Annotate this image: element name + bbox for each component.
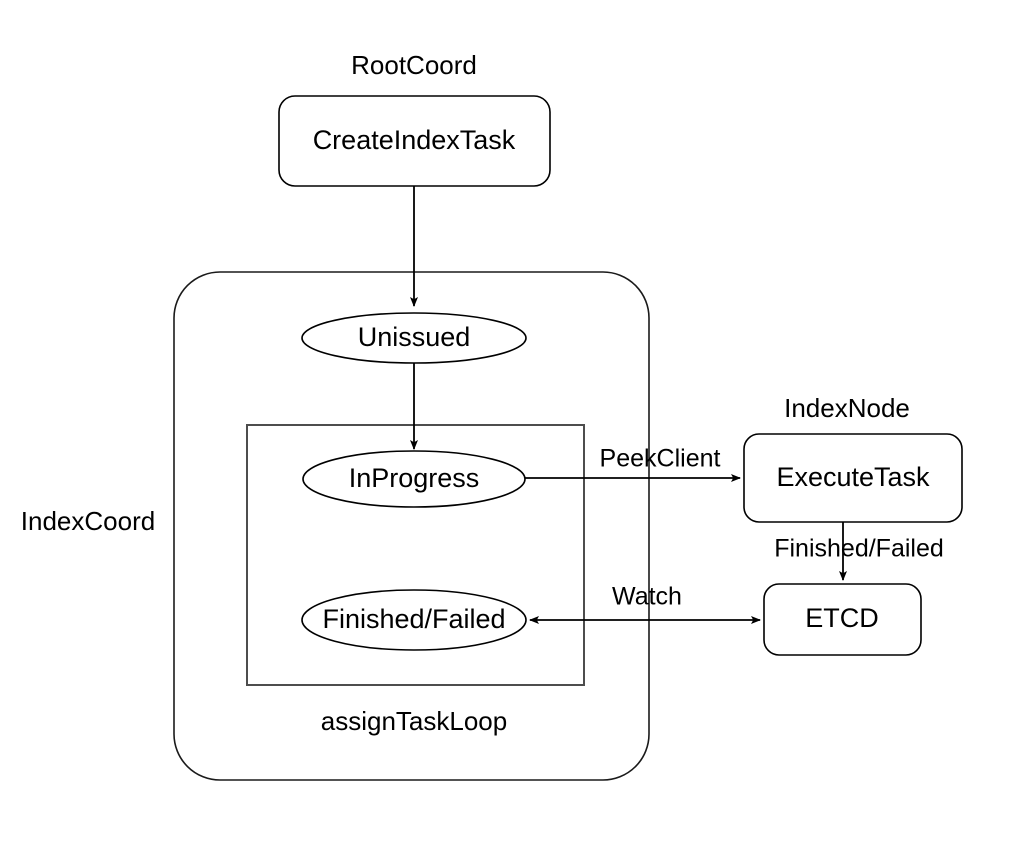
index-coord-container	[173, 271, 650, 781]
node-finished-failed[interactable]: Finished/Failed	[301, 589, 527, 651]
finished-failed-label: Finished/Failed	[322, 604, 505, 634]
root-coord-group-label: RootCoord	[351, 50, 477, 80]
node-in-progress[interactable]: InProgress	[302, 450, 526, 508]
etcd-label: ETCD	[805, 603, 879, 633]
edge-label-finished-failed: Finished/Failed	[774, 535, 944, 563]
in-progress-label: InProgress	[349, 463, 480, 493]
finished-failed-ellipse[interactable]	[301, 589, 527, 651]
assign-task-loop-container	[246, 424, 585, 686]
assign-task-loop-group-label: assignTaskLoop	[321, 706, 507, 736]
create-index-task-box[interactable]	[278, 95, 551, 187]
node-execute-task[interactable]: ExecuteTask	[743, 433, 963, 523]
index-coord-group-label: IndexCoord	[21, 506, 155, 536]
in-progress-ellipse[interactable]	[302, 450, 526, 508]
index-node-group-label: IndexNode	[784, 393, 910, 423]
edge-label-peek-client: PeekClient	[600, 445, 721, 473]
create-index-task-label: CreateIndexTask	[313, 125, 516, 155]
edge-label-watch: Watch	[612, 583, 682, 611]
unissued-label: Unissued	[358, 322, 471, 352]
node-unissued[interactable]: Unissued	[301, 312, 527, 364]
execute-task-label: ExecuteTask	[776, 462, 930, 492]
execute-task-box[interactable]	[743, 433, 963, 523]
node-create-index-task[interactable]: CreateIndexTask	[278, 95, 551, 187]
etcd-box[interactable]	[763, 583, 922, 656]
node-etcd[interactable]: ETCD	[763, 583, 922, 656]
unissued-ellipse[interactable]	[301, 312, 527, 364]
